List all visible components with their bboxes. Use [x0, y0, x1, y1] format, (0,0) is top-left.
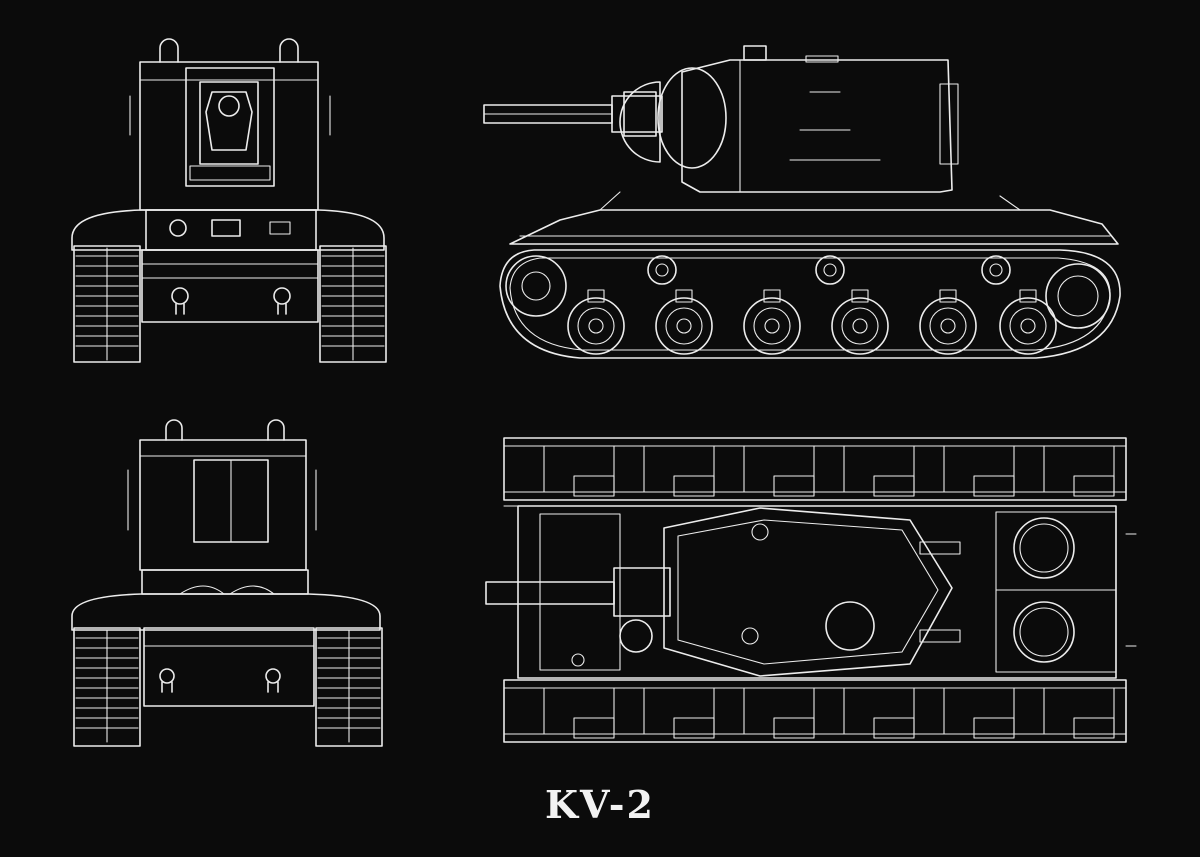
- top-view: [485, 437, 1137, 743]
- front-view: [71, 38, 387, 363]
- page-title: KV-2: [545, 782, 655, 827]
- rear-view: [71, 419, 383, 747]
- side-view: [483, 45, 1121, 359]
